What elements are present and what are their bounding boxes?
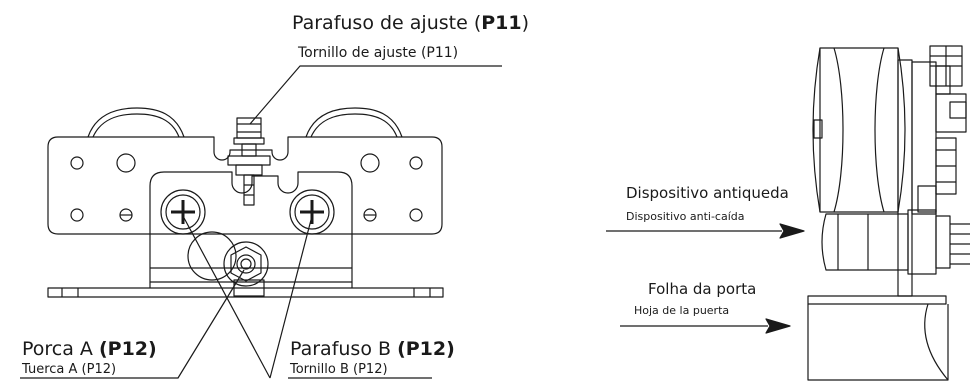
back-plate bbox=[47, 136, 443, 235]
side-view-assembly bbox=[606, 45, 970, 381]
left-roller bbox=[87, 107, 185, 138]
label-door-leaf-pt: Folha da porta bbox=[648, 280, 757, 298]
leader-nut-a bbox=[20, 269, 245, 379]
roller-wheel bbox=[812, 47, 906, 213]
leader-screw-b bbox=[182, 215, 432, 379]
label-adjust-screw-es: Tornillo de ajuste (P11) bbox=[298, 45, 459, 61]
side-plate bbox=[897, 59, 913, 297]
leader-adjust-screw bbox=[249, 65, 502, 125]
door-leaf bbox=[807, 295, 949, 381]
base-plate bbox=[47, 287, 444, 298]
nut-a bbox=[187, 231, 269, 287]
adjust-screw-assembly bbox=[227, 117, 271, 206]
front-bracket bbox=[149, 171, 353, 283]
label-screw-b-pt: Parafuso B (P12) bbox=[290, 338, 455, 360]
screw-b-right bbox=[289, 189, 335, 235]
right-roller bbox=[305, 107, 403, 138]
front-view-assembly bbox=[20, 65, 502, 379]
label-adjust-screw-pt: Parafuso de ajuste (P11) bbox=[292, 12, 530, 34]
label-nut-a-pt: Porca A (P12) bbox=[22, 338, 157, 360]
antifall-device bbox=[821, 209, 970, 275]
label-antifall-es: Dispositivo anti-caída bbox=[626, 210, 745, 223]
screw-b-left bbox=[160, 189, 206, 235]
label-nut-a-es: Tuerca A (P12) bbox=[22, 362, 117, 377]
plate-hole bbox=[70, 156, 84, 170]
label-door-leaf-es: Hoja de la puerta bbox=[634, 304, 730, 317]
label-screw-b-es: Tornillo B (P12) bbox=[290, 362, 388, 377]
label-antifall-pt: Dispositivo antiqueda bbox=[626, 184, 789, 202]
